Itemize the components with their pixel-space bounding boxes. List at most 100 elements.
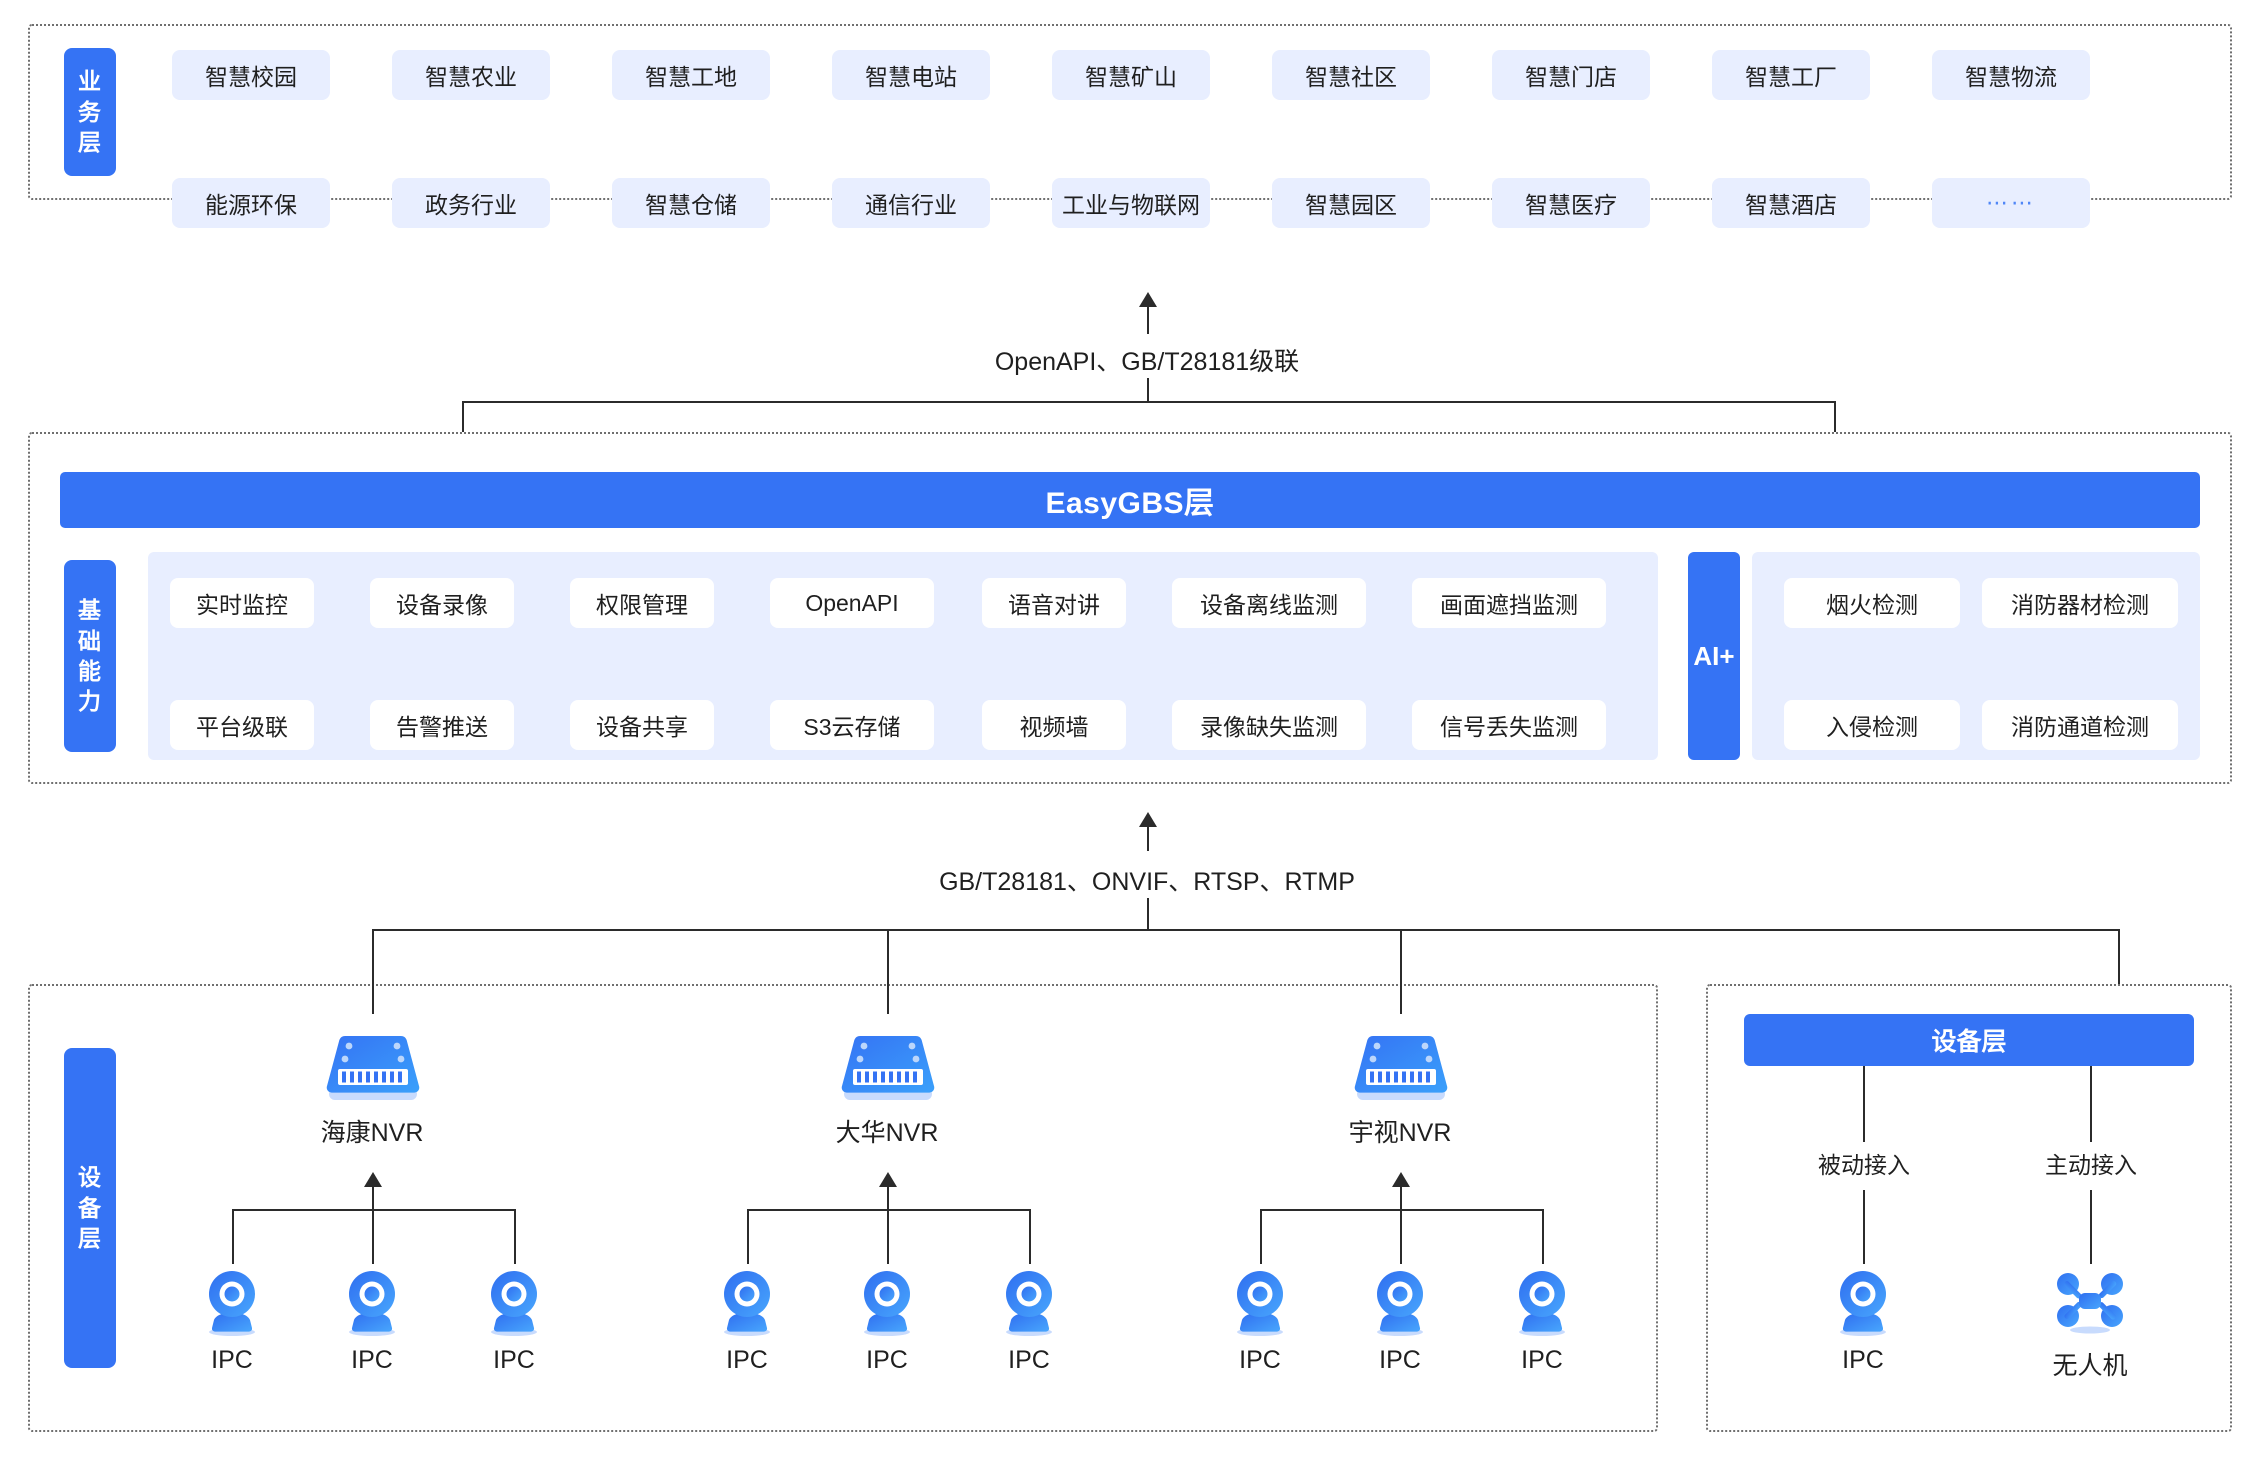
ipc-group-arrow-dahua — [879, 1172, 897, 1187]
business-chip-energy-environment[interactable]: 能源环保 — [172, 178, 330, 228]
ipc-camera-icon — [482, 1268, 546, 1336]
chip-label: 智慧物流 — [1965, 64, 2057, 90]
ipc-camera-icon — [340, 1268, 404, 1336]
nvr-label-dahua: 大华NVR — [835, 1119, 939, 1147]
capability-chip-view-obstruction-detection[interactable]: 画面遮挡监测 — [1412, 578, 1606, 628]
business-chip-smart-warehouse[interactable]: 智慧仓储 — [612, 178, 770, 228]
ipc-group-arrow-hik — [364, 1172, 382, 1187]
capability-chip-voice-intercom[interactable]: 语音对讲 — [982, 578, 1126, 628]
ipc-label: IPC — [351, 1346, 393, 1374]
ipc-group-stem-hik — [372, 1187, 374, 1210]
connector-bottom-arrowhead — [1139, 812, 1157, 827]
connector-top-arrowhead — [1139, 292, 1157, 307]
device-layer-bar-label: 设备层 — [1931, 1028, 2007, 1056]
ai-plus-tab: AI+ — [1688, 552, 1740, 760]
ipc-label: IPC — [211, 1346, 253, 1374]
ai-chip-intrusion-detection[interactable]: 入侵检测 — [1784, 700, 1960, 750]
drone-label: 无人机 — [2052, 1352, 2128, 1380]
ai-plus-tab-label: AI+ — [1693, 640, 1735, 671]
capability-chip-permission-management[interactable]: 权限管理 — [570, 578, 714, 628]
direct-access-stem-passive-lower — [1863, 1190, 1865, 1264]
ipc-camera-icon — [1831, 1268, 1895, 1336]
chip-label: 实时监控 — [196, 592, 288, 618]
connector-bottom-bus — [372, 929, 2120, 931]
chip-label: 烟火检测 — [1826, 592, 1918, 618]
capability-chip-recording-loss-detection[interactable]: 录像缺失监测 — [1172, 700, 1366, 750]
connector-bottom-branch-uniview — [1400, 929, 1402, 984]
device-layer-tab: 设备层 — [64, 1048, 116, 1368]
connector-bottom-branch-hik — [372, 929, 374, 984]
chip-label: ⋯⋯ — [1986, 190, 2036, 215]
ipc-branch — [1400, 1209, 1402, 1264]
nvr-icon — [323, 1030, 423, 1102]
capability-chip-device-recording[interactable]: 设备录像 — [370, 578, 514, 628]
chip-label: 设备离线监测 — [1200, 592, 1338, 618]
ipc-label: IPC — [1521, 1346, 1563, 1374]
business-chip-smart-construction[interactable]: 智慧工地 — [612, 50, 770, 100]
ipc-branch — [1260, 1209, 1262, 1264]
business-chip-smart-agriculture[interactable]: 智慧农业 — [392, 50, 550, 100]
ipc-label: IPC — [493, 1346, 535, 1374]
business-chip-smart-mine[interactable]: 智慧矿山 — [1052, 50, 1210, 100]
chip-label: 智慧社区 — [1305, 64, 1397, 90]
device-layer-bar: 设备层 — [1744, 1014, 2194, 1066]
business-layer-tab: 业务层 — [64, 48, 116, 176]
nvr-stem-uniview — [1400, 984, 1402, 1014]
connector-top-label: OpenAPI、GB/T28181级联 — [994, 348, 1300, 376]
business-chip-smart-campus[interactable]: 智慧校园 — [172, 50, 330, 100]
nvr-stem-dahua — [887, 984, 889, 1014]
ipc-camera-icon — [1368, 1268, 1432, 1336]
chip-label: S3云存储 — [803, 714, 901, 740]
connector-top-bus — [462, 401, 1836, 403]
nvr-label-hik: 海康NVR — [320, 1119, 424, 1147]
chip-label: 通信行业 — [865, 192, 957, 218]
ipc-branch — [372, 1209, 374, 1264]
chip-label: 智慧工地 — [645, 64, 737, 90]
business-chip-telecom[interactable]: 通信行业 — [832, 178, 990, 228]
nvr-label-uniview: 宇视NVR — [1348, 1119, 1452, 1147]
device-layer-tab-label: 设备层 — [78, 1164, 102, 1252]
business-chip-government[interactable]: 政务行业 — [392, 178, 550, 228]
business-chip-smart-park[interactable]: 智慧园区 — [1272, 178, 1430, 228]
business-chip-smart-logistics[interactable]: 智慧物流 — [1932, 50, 2090, 100]
chip-label: 智慧酒店 — [1745, 192, 1837, 218]
capability-chip-signal-loss-detection[interactable]: 信号丢失监测 — [1412, 700, 1606, 750]
ipc-label: IPC — [1239, 1346, 1281, 1374]
business-chip-smart-healthcare[interactable]: 智慧医疗 — [1492, 178, 1650, 228]
capability-layer-tab-label: 基础能力 — [78, 597, 102, 715]
ipc-branch — [232, 1209, 234, 1264]
business-chip-more[interactable]: ⋯⋯ — [1932, 178, 2090, 228]
business-layer-tab-label: 业务层 — [78, 68, 102, 156]
drone-icon — [2054, 1270, 2126, 1336]
chip-label: 智慧仓储 — [645, 192, 737, 218]
connector-top-branch-left — [462, 401, 464, 433]
capability-chip-openapi[interactable]: OpenAPI — [770, 578, 934, 628]
chip-label: 信号丢失监测 — [1440, 714, 1578, 740]
chip-label: 智慧矿山 — [1085, 64, 1177, 90]
business-chip-smart-community[interactable]: 智慧社区 — [1272, 50, 1430, 100]
ipc-label: IPC — [726, 1346, 768, 1374]
capability-chip-alarm-push[interactable]: 告警推送 — [370, 700, 514, 750]
capability-chip-video-wall[interactable]: 视频墙 — [982, 700, 1126, 750]
chip-label: 视频墙 — [1019, 714, 1089, 740]
capability-chip-device-offline-detection[interactable]: 设备离线监测 — [1172, 578, 1366, 628]
capability-chip-platform-cascade[interactable]: 平台级联 — [170, 700, 314, 750]
business-chip-smart-store[interactable]: 智慧门店 — [1492, 50, 1650, 100]
business-chip-smart-factory[interactable]: 智慧工厂 — [1712, 50, 1870, 100]
connector-bottom-label: GB/T28181、ONVIF、RTSP、RTMP — [939, 868, 1355, 896]
access-label-passive: 被动接入 — [1818, 1152, 1910, 1178]
business-chip-smart-hotel[interactable]: 智慧酒店 — [1712, 178, 1870, 228]
chip-label: 政务行业 — [425, 192, 517, 218]
business-chip-industrial-iot[interactable]: 工业与物联网 — [1052, 178, 1210, 228]
ai-chip-fire-lane-detection[interactable]: 消防通道检测 — [1982, 700, 2178, 750]
chip-label: 语音对讲 — [1008, 592, 1100, 618]
chip-label: 智慧医疗 — [1525, 192, 1617, 218]
ipc-group-arrow-uniview — [1392, 1172, 1410, 1187]
capability-chip-device-sharing[interactable]: 设备共享 — [570, 700, 714, 750]
business-chip-smart-power-station[interactable]: 智慧电站 — [832, 50, 990, 100]
ai-chip-smoke-fire-detection[interactable]: 烟火检测 — [1784, 578, 1960, 628]
ipc-branch — [1542, 1209, 1544, 1264]
capability-chip-s3-cloud-storage[interactable]: S3云存储 — [770, 700, 934, 750]
capability-chip-live-monitoring[interactable]: 实时监控 — [170, 578, 314, 628]
ai-chip-fire-equipment-detection[interactable]: 消防器材检测 — [1982, 578, 2178, 628]
